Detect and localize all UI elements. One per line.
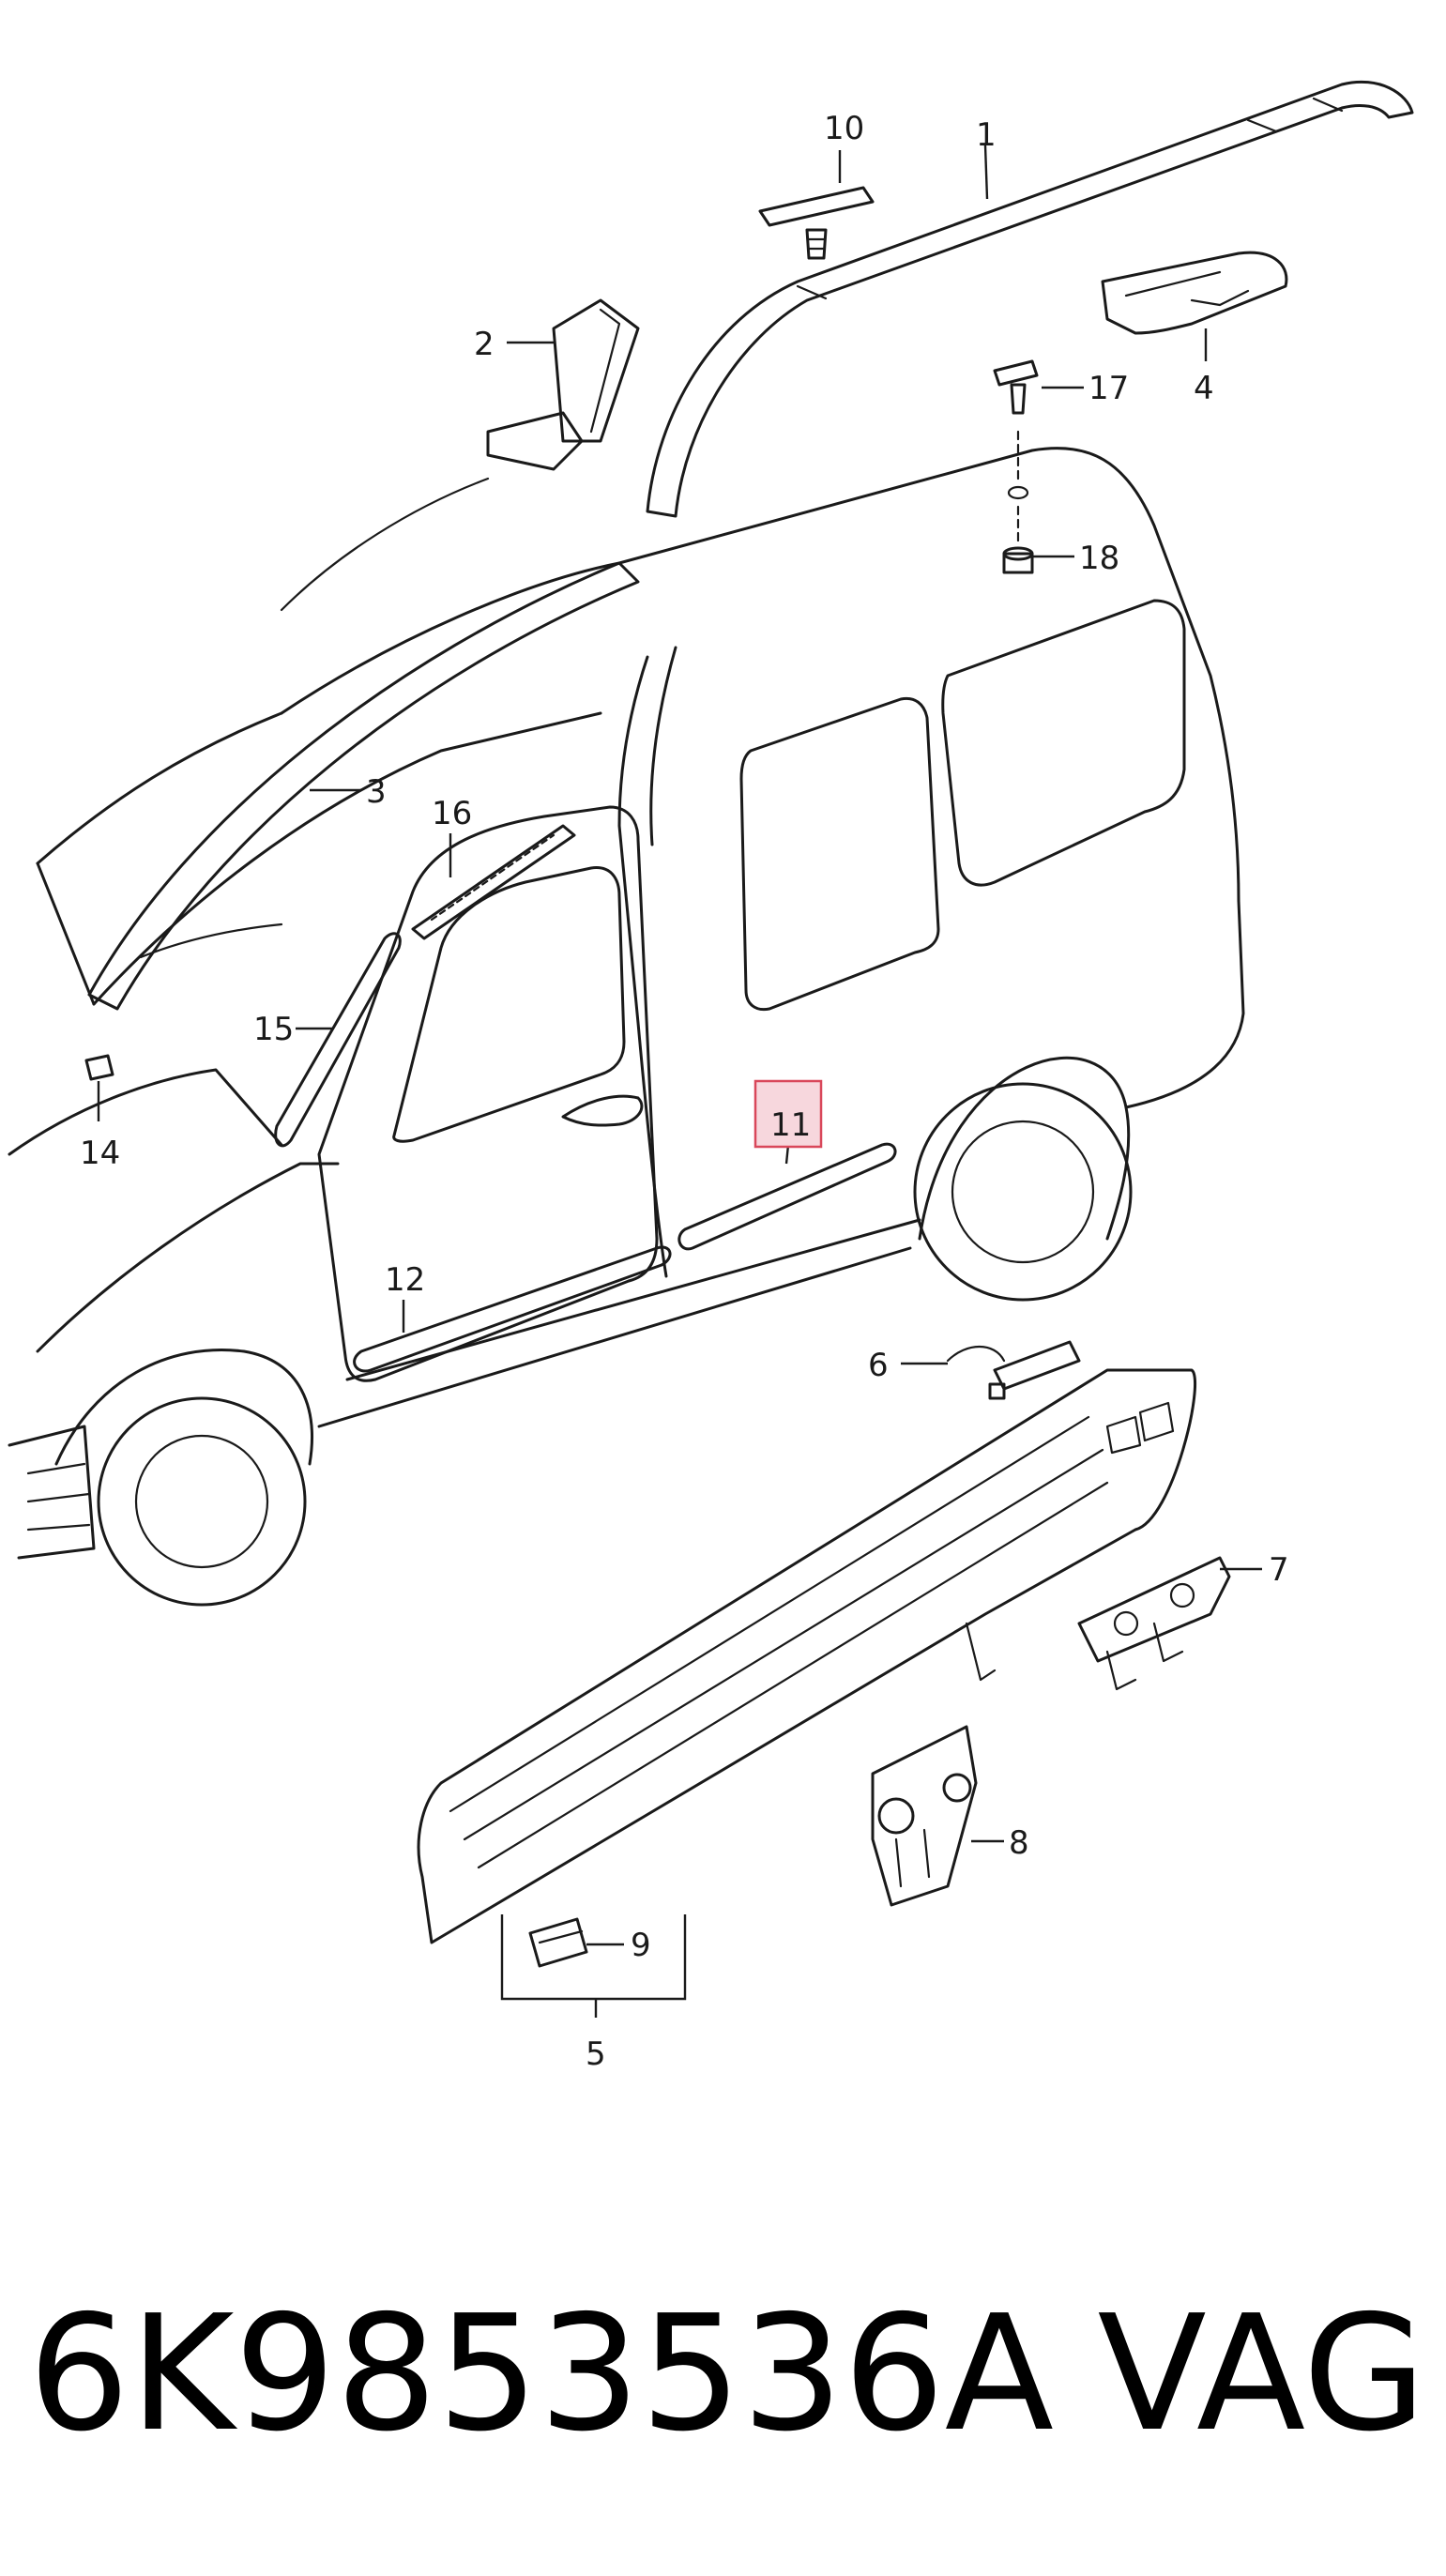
part-7-bracket — [1077, 1556, 1231, 1691]
part-18-nut — [1002, 505, 1034, 574]
callout-2: 2 — [474, 326, 495, 363]
part-8-block — [871, 1725, 978, 1907]
part-4-block — [1101, 251, 1288, 335]
callout-17: 17 — [1088, 370, 1129, 407]
callout-5: 5 — [586, 2035, 606, 2073]
part-16-strip — [411, 824, 576, 940]
callout-10: 10 — [824, 110, 864, 147]
callout-16: 16 — [432, 795, 472, 832]
callout-11-highlight — [753, 1079, 823, 1149]
part-9-clip — [528, 1917, 588, 1968]
callout-labels: 1 10 2 4 17 18 3 16 15 14 11 12 6 7 8 9 … — [80, 110, 1289, 2073]
callout-9: 9 — [631, 1927, 651, 1964]
bracket-5 — [500, 1914, 687, 2018]
part-6-clip — [946, 1340, 1081, 1400]
parts-diagram: 1 10 2 4 17 18 3 16 15 14 11 12 6 7 8 9 … — [8, 80, 1414, 2073]
roof-rail — [646, 80, 1414, 518]
roof-strip — [87, 477, 640, 1011]
part-number: 6K9853536A — [28, 2281, 1055, 2467]
sill-panel — [417, 1368, 1196, 1944]
callout-11: 11 — [770, 1106, 811, 1144]
callout-3: 3 — [366, 773, 387, 811]
callout-18: 18 — [1079, 540, 1119, 577]
callout-7: 7 — [1269, 1551, 1289, 1589]
part-14-clip — [84, 1054, 114, 1081]
callout-8: 8 — [1009, 1824, 1029, 1862]
car-body — [8, 447, 1245, 1607]
callout-12: 12 — [385, 1261, 425, 1299]
callout-14: 14 — [80, 1135, 120, 1172]
callout-4: 4 — [1194, 370, 1214, 407]
part-10-clip — [758, 186, 875, 260]
part-2-bracket — [486, 298, 640, 471]
caption-bar: 6K9853536A VAG — [28, 2271, 1426, 2477]
callout-15: 15 — [253, 1011, 294, 1048]
leader-lines — [97, 145, 1262, 1946]
callout-6: 6 — [868, 1347, 889, 1384]
callout-1: 1 — [976, 116, 997, 154]
part-17-bolt — [993, 359, 1039, 500]
brand-name: VAG — [1097, 2281, 1426, 2467]
